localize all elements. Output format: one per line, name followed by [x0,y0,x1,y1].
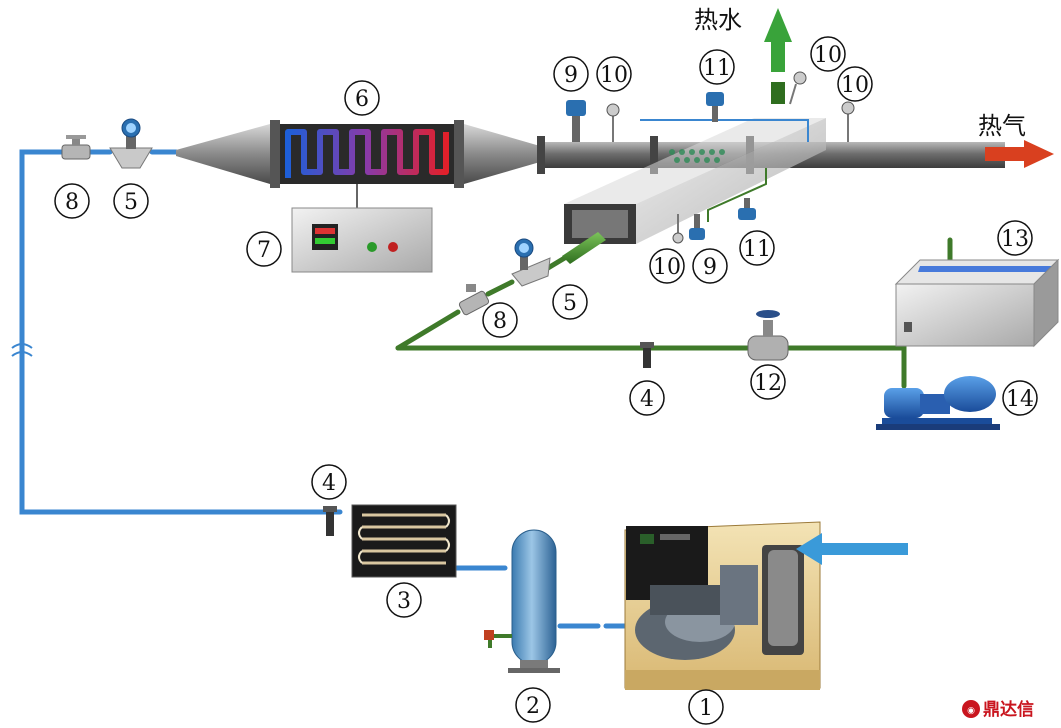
hot-air-label: 热气 [978,112,1026,140]
callout-temp-bottom-number: 10 [653,255,681,280]
callout-globe-valve: 12 [750,364,786,400]
air-receiver-tank [484,529,560,673]
temperature-controller [291,207,433,273]
cooler [351,504,457,578]
callout-drain-valve-lower: 4 [311,464,347,500]
callout-valve-water: 8 [482,302,518,338]
callout-cooler-number: 3 [397,589,411,614]
callout-receiver-tank-number: 2 [526,694,540,719]
hot-water-outlet [764,8,792,104]
callout-controller-number: 7 [257,238,271,263]
ball-valve-air [61,135,91,160]
hot-water-label: 热水 [694,6,742,34]
globe-valve [747,310,789,361]
callout-pressure-top-number: 9 [564,63,578,88]
temperature-sensor-top-right-b [841,101,855,142]
callout-sensor-bottom: 11 [739,230,775,266]
flowmeter-air [109,118,153,169]
heat-exchanger-duct [564,118,826,244]
callout-temp-top-left: 10 [596,56,632,92]
callout-drain-valve-upper-number: 4 [640,387,654,412]
callout-sensor-top: 11 [699,49,735,85]
pipe-break-symbol [11,343,33,357]
callout-flowmeter-water-number: 5 [563,291,577,316]
callout-heater: 6 [344,80,380,116]
callout-receiver-tank: 2 [515,687,551,723]
callout-valve-air-number: 8 [65,190,79,215]
callout-compressor: 1 [688,689,724,725]
water-tank [894,258,1060,348]
callout-flowmeter-air: 5 [113,183,149,219]
air-pipeline [19,149,643,629]
water-inlet-pipe [562,232,606,264]
callout-sensor-top-number: 11 [703,56,731,81]
callout-water-tank-number: 13 [1001,227,1029,252]
temperature-sensor-top-left [606,103,620,142]
callout-pump: 14 [1002,380,1038,416]
watermark: ◉ 鼎达信 [962,699,1034,720]
callout-sensor-bottom-number: 11 [743,237,771,262]
heater-assembly [176,120,540,208]
callout-valve-air: 8 [54,183,90,219]
callout-temp-top-right-a: 10 [810,36,846,72]
drain-valve-upper [640,342,654,368]
air-compressor [624,521,821,690]
callout-temp-top-left-number: 10 [600,63,628,88]
water-pump [876,376,1000,430]
callout-controller: 7 [246,231,282,267]
callout-pump-number: 14 [1006,387,1034,412]
inlet-arrow [796,533,908,565]
callout-compressor-number: 1 [699,696,713,721]
callout-temp-top-right-b-number: 10 [841,73,869,98]
sensor-bottom [738,198,756,220]
callout-globe-valve-number: 12 [754,371,782,396]
sensor-top [706,92,724,122]
callout-cooler: 3 [386,582,422,618]
callout-drain-valve-lower-number: 4 [322,471,336,496]
temperature-sensor-top-right-a [789,71,807,105]
callout-temp-top-right-b: 10 [837,66,873,102]
callout-pressure-top: 9 [553,56,589,92]
pressure-sensor-bottom [689,214,705,240]
hot-air-arrow [985,140,1054,168]
callout-pressure-bottom: 9 [692,248,728,284]
callout-pressure-bottom-number: 9 [703,255,717,280]
callout-heater-number: 6 [355,87,369,112]
callout-valve-water-number: 8 [493,309,507,334]
callout-temp-bottom: 10 [649,248,685,284]
callout-temp-top-right-a-number: 10 [814,43,842,68]
temperature-sensor-bottom [672,214,684,244]
callout-flowmeter-water: 5 [552,284,588,320]
pressure-sensor-top [566,100,586,142]
callout-drain-valve-upper: 4 [629,380,665,416]
callout-flowmeter-air-number: 5 [124,190,138,215]
callout-water-tank: 13 [997,220,1033,256]
flowmeter-water [511,238,551,287]
ball-valve-water [458,284,490,316]
watermark-logo-icon: ◉ [967,706,975,716]
drain-valve-lower [323,506,337,536]
watermark-text: 鼎达信 [983,699,1034,720]
